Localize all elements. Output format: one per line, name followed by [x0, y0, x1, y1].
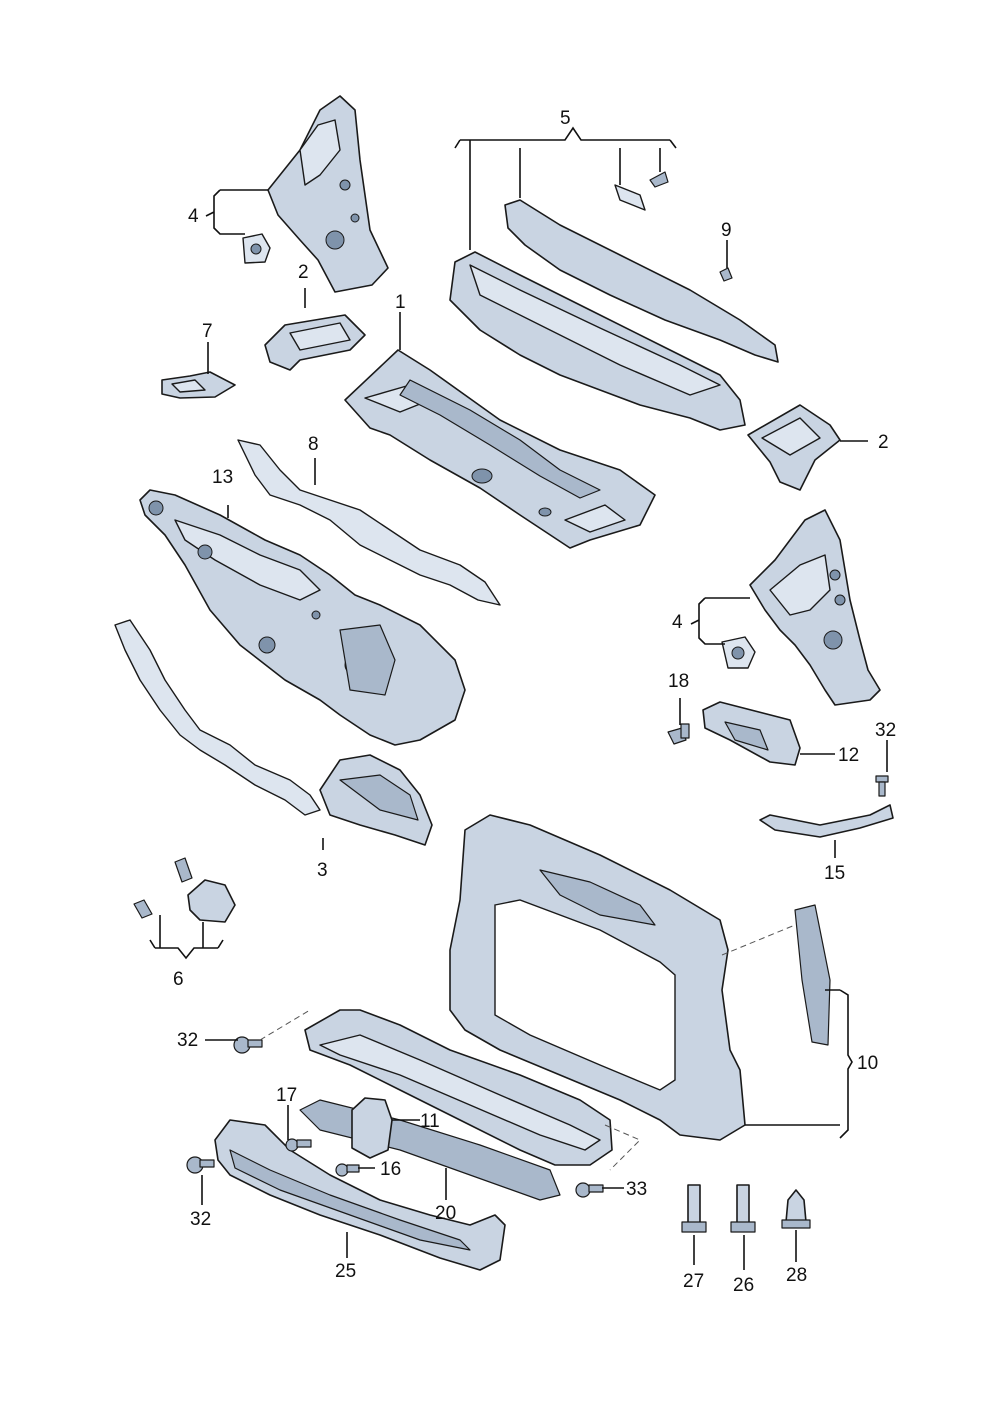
callout-5: 5: [560, 108, 571, 129]
part-17-screw: [285, 1138, 312, 1152]
part-15-strap: [759, 804, 894, 838]
part-5-cowl-assembly: [449, 171, 779, 431]
callout-3: 3: [317, 860, 328, 881]
part-16-screw: [335, 1163, 360, 1177]
callout-13: 13: [212, 467, 233, 488]
callout-9: 9: [721, 220, 732, 241]
callout-10: 10: [857, 1053, 878, 1074]
part-8-seal: [237, 439, 501, 606]
callout-28: 28: [786, 1265, 807, 1286]
callout-labels: 1 2 2 3 4 4 5 6 7 8 9 10 11 12 13 15 16 …: [173, 108, 896, 1296]
callout-12: 12: [838, 745, 859, 766]
part-7-clip: [161, 371, 236, 399]
part-13-insulation: [139, 489, 466, 746]
callout-8: 8: [308, 434, 319, 455]
part-11-bracket: [351, 1097, 393, 1159]
callout-32-right: 32: [875, 720, 896, 741]
callout-1: 1: [395, 292, 406, 313]
callout-11: 11: [420, 1111, 440, 1132]
part-32-screw-lower: [186, 1156, 215, 1174]
callout-33: 33: [626, 1179, 647, 1200]
callout-26: 26: [733, 1275, 754, 1296]
part-33-screw: [575, 1182, 604, 1198]
leader-lines: [149, 126, 888, 1270]
part-28-plug: [781, 1189, 811, 1229]
callout-6: 6: [173, 969, 184, 990]
part-4-left-panel: [242, 95, 389, 293]
part-6-brackets: [133, 857, 236, 923]
part-1-plenum-panel: [344, 349, 656, 549]
part-10-radiator-support: [449, 814, 831, 1141]
callout-4-right: 4: [672, 612, 683, 633]
callout-7: 7: [202, 321, 213, 342]
callout-18: 18: [668, 671, 689, 692]
callout-2-right: 2: [878, 432, 889, 453]
callout-25: 25: [335, 1261, 356, 1282]
callout-20: 20: [435, 1203, 456, 1224]
callout-2-upper: 2: [298, 262, 309, 283]
part-26-pin: [730, 1184, 756, 1233]
callout-15: 15: [824, 863, 845, 884]
callout-4-upper: 4: [188, 206, 199, 227]
callout-32-lower: 32: [190, 1209, 211, 1230]
part-4-right-panel: [721, 509, 881, 706]
callout-32-left: 32: [177, 1030, 198, 1051]
part-32-screw-right: [875, 775, 889, 797]
part-32-screw-left: [233, 1036, 263, 1054]
part-2-right-bracket: [747, 404, 841, 491]
callout-27: 27: [683, 1271, 704, 1292]
part-9-clip: [719, 267, 733, 282]
part-2-upper-bracket: [264, 314, 366, 371]
part-12-bracket: [702, 701, 801, 766]
callout-16: 16: [380, 1159, 401, 1180]
part-3-seal: [114, 619, 433, 846]
part-18-screw: [667, 723, 690, 745]
part-27-pin: [681, 1184, 707, 1233]
callout-17: 17: [276, 1085, 297, 1106]
